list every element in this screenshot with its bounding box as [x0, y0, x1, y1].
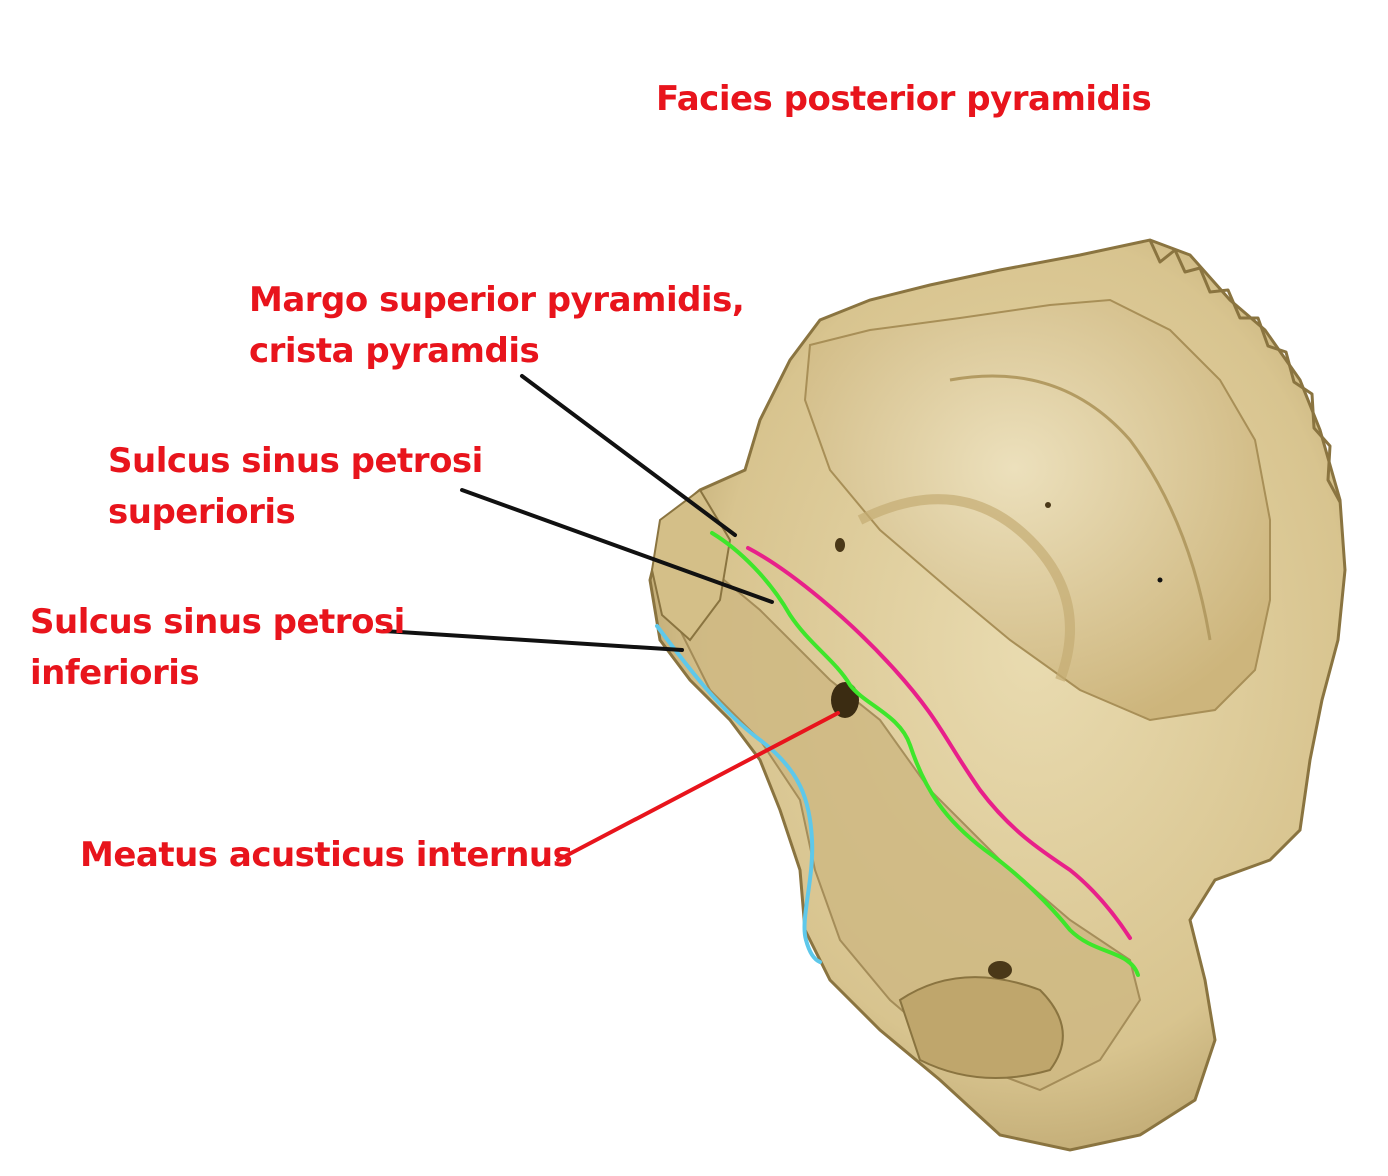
leader-sulcus-superior [460, 488, 774, 604]
margo-superior-label: Margo superior pyramidis, crista pyramdi… [249, 275, 745, 377]
small-foramen-2 [1045, 502, 1051, 508]
posterior-fossa-surface [803, 298, 1271, 722]
leader-margo [520, 374, 737, 537]
meatus-opening [831, 682, 859, 718]
crest-line-magenta [746, 546, 1132, 940]
sulcus-inferior-line-blue [655, 624, 822, 964]
title-label: Facies posterior pyramidis [656, 74, 1152, 125]
sulcus-inferior-label: Sulcus sinus petrosi inferioris [30, 597, 405, 699]
lower-fossa [898, 976, 1064, 1079]
sulcus-inferior-line2: inferioris [30, 653, 200, 693]
fossa-ridge [857, 494, 1075, 682]
sulcus-inferior-line1: Sulcus sinus petrosi [30, 602, 405, 642]
margo-label-line1: Margo superior pyramidis, [249, 280, 745, 320]
meatus-label-text: Meatus acusticus internus [80, 835, 573, 875]
leader-meatus [556, 711, 840, 862]
title-text: Facies posterior pyramidis [656, 79, 1152, 119]
sulcus-superior-label: Sulcus sinus petrosi superioris [108, 436, 483, 538]
sulcus-superior-line1: Sulcus sinus petrosi [108, 441, 483, 481]
meatus-label: Meatus acusticus internus [80, 830, 573, 881]
dot-marker [1157, 577, 1163, 583]
pyramid-apex [650, 488, 732, 642]
sulcus-superior-line2: superioris [108, 492, 296, 532]
lower-foramen [988, 961, 1012, 979]
margo-label-line2: crista pyramdis [249, 331, 540, 371]
serrated-rim [1148, 239, 1342, 503]
fossa-groove-line [949, 374, 1212, 641]
small-foramen [835, 538, 845, 552]
sulcus-superior-line-green [710, 531, 1140, 977]
leader-sulcus-inferior [382, 629, 684, 652]
